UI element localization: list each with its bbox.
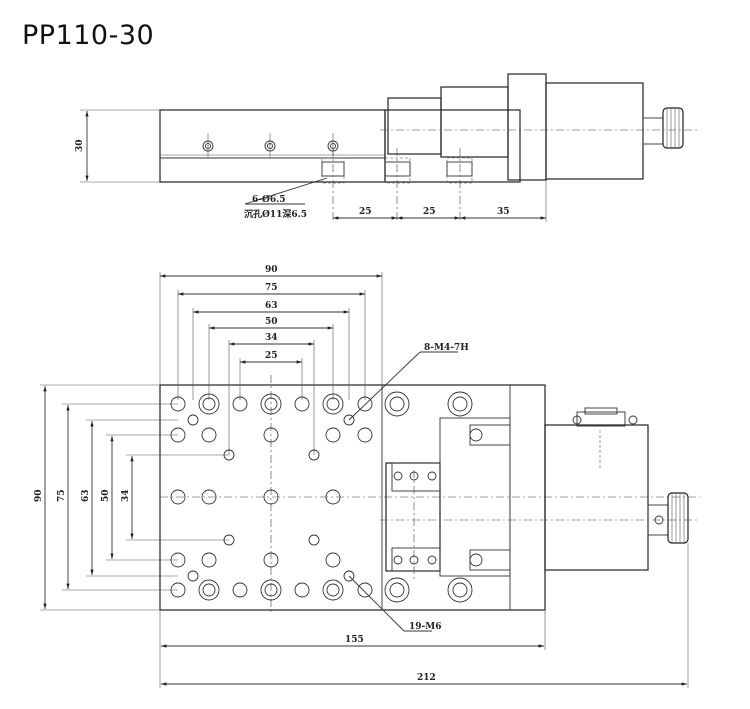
width-label-63: 63 xyxy=(265,301,278,311)
motor xyxy=(380,407,700,571)
counterbore-holes xyxy=(321,148,473,222)
spacing-label-3: 35 xyxy=(497,207,510,217)
side-height-label: 30 xyxy=(75,139,85,152)
height-dimensions: 90 75 63 50 34 xyxy=(34,384,229,611)
height-label-34: 34 xyxy=(121,489,131,502)
height-label-50: 50 xyxy=(101,489,111,502)
width-label-50: 50 xyxy=(265,317,278,327)
width-label-25: 25 xyxy=(265,351,278,361)
side-view: 30 xyxy=(75,73,700,222)
width-label-34: 34 xyxy=(265,333,278,343)
width-label-75: 75 xyxy=(265,283,278,293)
drawing-title: PP110-30 xyxy=(22,20,155,51)
height-label-63: 63 xyxy=(81,489,91,502)
thread-note-top: 8-M4-7H xyxy=(424,343,469,353)
height-label-75: 75 xyxy=(57,489,67,502)
counterbore-note-line1: 6-Ø6.5 xyxy=(252,194,286,205)
screw-icon xyxy=(202,133,339,158)
width-dimensions: 90 75 63 50 34 25 xyxy=(160,265,382,455)
thread-note-bottom: 19-M6 xyxy=(409,622,441,632)
spacing-label-1: 25 xyxy=(359,207,372,217)
counterbore-note-line2: 沉孔Ø11深6.5 xyxy=(244,208,307,220)
top-view: 90 75 63 50 34 25 90 75 xyxy=(34,265,700,688)
carriage-holes xyxy=(170,393,373,601)
height-label-90: 90 xyxy=(34,489,44,502)
drive-block xyxy=(384,391,511,603)
base-length-label: 155 xyxy=(345,635,364,645)
width-label-90: 90 xyxy=(265,265,278,275)
total-length-label: 212 xyxy=(417,673,436,683)
spacing-label-2: 25 xyxy=(423,207,436,217)
